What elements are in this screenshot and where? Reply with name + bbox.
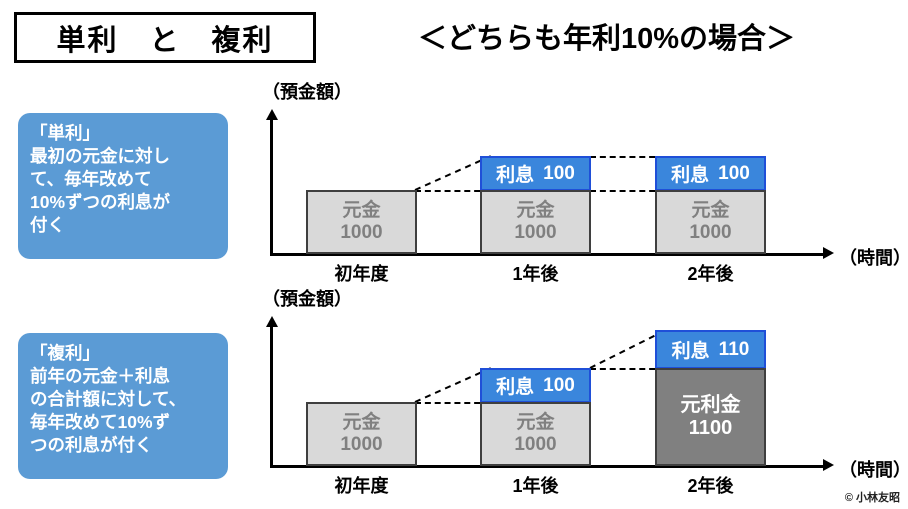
segment-label: 元利金 — [680, 394, 741, 416]
info-line: 前年の元金＋利息 — [30, 366, 170, 387]
info-line: 最初の元金に対し — [30, 146, 170, 167]
simple-interest-chart: （預金額） （時間） 元金 1000 利息 100 元金 1000 — [255, 78, 908, 284]
info-box-simple-interest: 「単利」 最初の元金に対し て、毎年改めて 10%ずつの利息が 付く — [18, 113, 228, 259]
y-axis-line — [270, 119, 273, 256]
y-axis-arrow-icon — [266, 109, 278, 120]
bar-segment-principal: 元金 1000 — [306, 190, 417, 254]
segment-value: 100 — [718, 162, 750, 184]
segment-label: 利息 — [496, 377, 535, 398]
dashed-connector — [590, 368, 665, 370]
info-line: の合計額に対して、 — [30, 389, 187, 410]
dashed-connector — [415, 402, 490, 404]
x-tick-label: 1年後 — [512, 476, 559, 496]
bar-segment-principal: 元金 1000 — [480, 190, 591, 254]
x-tick-label: 1年後 — [512, 264, 559, 284]
segment-value: 1000 — [514, 434, 557, 455]
segment-value: 1000 — [340, 434, 383, 455]
title-box: 単利 と 複利 — [14, 12, 316, 63]
info-line: 「単利」 — [30, 123, 100, 143]
bar-segment-principal: 元金 1000 — [480, 402, 591, 466]
segment-label: 元金 — [342, 200, 381, 222]
y-axis-label: （預金額） — [262, 82, 352, 102]
x-tick-label: 2年後 — [687, 264, 734, 284]
dashed-riser — [589, 329, 667, 369]
segment-label: 利息 — [671, 341, 710, 362]
bar-segment-interest: 利息 100 — [655, 156, 766, 191]
bar-segment-interest: 利息 100 — [480, 368, 591, 403]
x-axis-label: （時間） — [839, 248, 908, 268]
bar-segment-principal: 元金 1000 — [306, 402, 417, 466]
x-tick-label: 2年後 — [687, 476, 734, 496]
bar-segment-interest: 利息 110 — [655, 330, 766, 369]
header-note: ＜どちらも年利10%の場合＞ — [418, 23, 796, 55]
dashed-riser — [414, 155, 492, 191]
info-line: 付く — [30, 215, 65, 236]
segment-value: 100 — [543, 162, 575, 184]
segment-value: 1000 — [340, 222, 383, 243]
y-axis-arrow-icon — [266, 316, 278, 327]
info-line: つの利息が付く — [30, 435, 153, 456]
segment-value: 1100 — [688, 417, 733, 439]
segment-label: 利息 — [671, 165, 710, 186]
info-line: 「複利」 — [30, 343, 100, 363]
y-axis-line — [270, 326, 273, 468]
segment-label: 元金 — [342, 412, 381, 434]
x-axis-line — [270, 253, 825, 256]
bar-segment-principal: 元金 1000 — [655, 190, 766, 254]
y-axis-label: （預金額） — [262, 289, 352, 309]
info-line: 毎年改めて10%ず — [30, 412, 171, 433]
dashed-riser — [414, 367, 492, 403]
page-title: 単利 と 複利 — [56, 24, 274, 57]
info-line: 10%ずつの利息が — [30, 192, 171, 213]
x-axis-label: （時間） — [839, 460, 908, 480]
segment-label: 元金 — [516, 200, 555, 222]
segment-label: 元金 — [691, 200, 730, 222]
segment-label: 利息 — [496, 165, 535, 186]
x-axis-arrow-icon — [823, 459, 834, 471]
x-axis-line — [270, 465, 825, 468]
x-axis-arrow-icon — [823, 247, 834, 259]
info-box-compound-interest: 「複利」 前年の元金＋利息 の合計額に対して、 毎年改めて10%ず つの利息が付… — [18, 333, 228, 479]
segment-value: 100 — [543, 374, 575, 396]
segment-value: 1000 — [514, 222, 557, 243]
x-tick-label: 初年度 — [334, 476, 389, 496]
bar-segment-interest: 利息 100 — [480, 156, 591, 191]
bar-segment-principal-with-interest: 元利金 1100 — [655, 368, 766, 466]
dashed-connector — [590, 156, 665, 158]
dashed-connector — [590, 190, 665, 192]
segment-label: 元金 — [516, 412, 555, 434]
copyright-notice: © 小林友昭 — [844, 492, 900, 504]
dashed-connector — [415, 190, 490, 192]
segment-value: 1000 — [689, 222, 732, 243]
x-tick-label: 初年度 — [334, 264, 389, 284]
info-line: て、毎年改めて — [30, 169, 152, 190]
segment-value: 110 — [718, 338, 750, 360]
compound-interest-chart: （預金額） （時間） 元金 1000 利息 100 元金 1000 — [255, 285, 908, 500]
